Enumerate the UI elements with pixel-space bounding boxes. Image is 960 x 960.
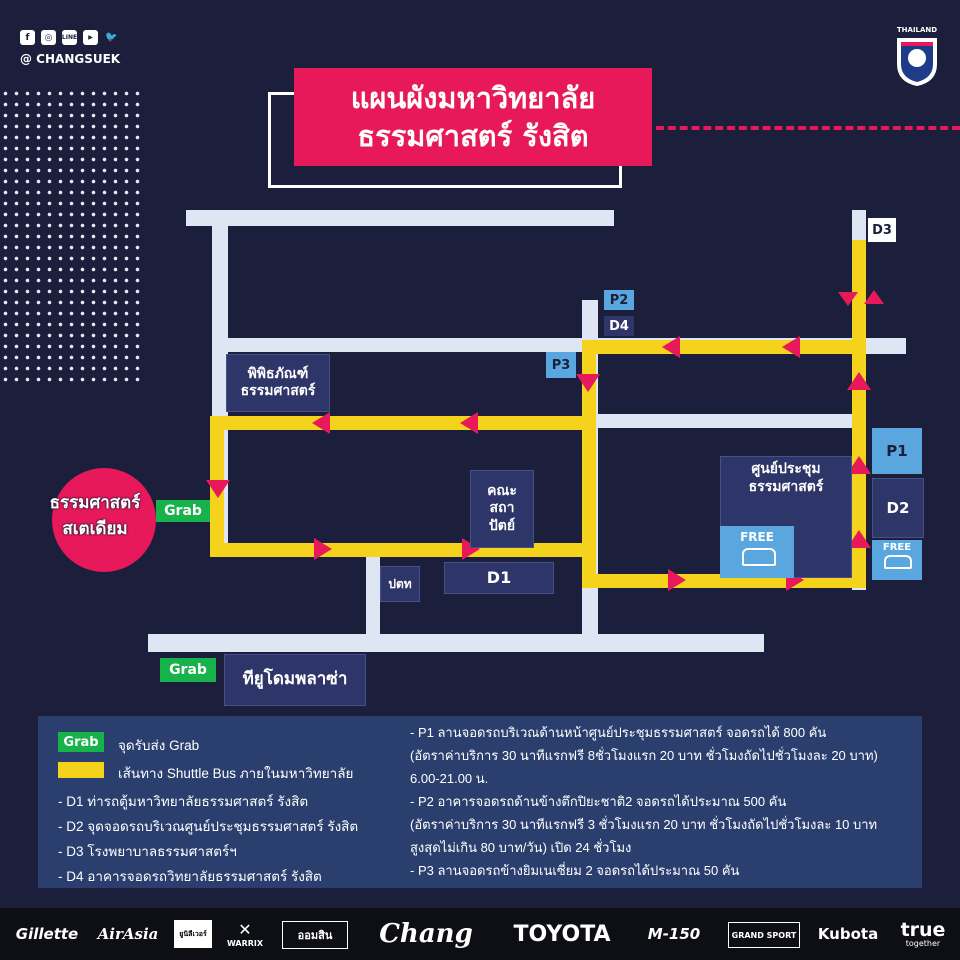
legend-panel: Grab จุดรับส่ง Grab เส้นทาง Shuttle Bus … — [38, 716, 922, 888]
d1-building[interactable]: D1 — [444, 562, 554, 594]
warrix-text: WARRIX — [226, 939, 264, 948]
tu-dome-building[interactable]: ทียูโดมพลาซ่า — [224, 654, 366, 706]
title-line2: ธรรมศาสตร์ รังสิต — [357, 119, 589, 153]
direction-arrow — [206, 480, 230, 498]
fa-thailand-logo-icon: THAILAND — [893, 26, 941, 88]
free-label: FREE — [882, 542, 912, 553]
sponsor-gillette-logo: Gillette — [15, 925, 79, 943]
car-icon — [739, 544, 776, 566]
architecture-building[interactable]: คณะ สถา ปัตย์ — [470, 470, 534, 548]
grab-point-tu-dome[interactable]: Grab — [160, 658, 216, 682]
line-icon[interactable]: LINE — [62, 30, 77, 45]
ptt-building[interactable]: ปตท — [380, 566, 420, 602]
legend-left-item: - D2 จุดจอดรถบริเวณศูนย์ประชุมธรรมศาสตร์… — [58, 819, 359, 834]
social-icons: f ◎ LINE ▶ 🐦 — [20, 30, 140, 48]
legend-grab-text: จุดรับส่ง Grab — [118, 738, 200, 753]
shuttle-route — [852, 240, 866, 588]
direction-arrow — [838, 292, 858, 306]
handle-text: @ CHANGSUEK — [20, 52, 121, 66]
p1-label[interactable]: P1 — [872, 428, 922, 474]
stadium-label[interactable]: ธรรมศาสตร์ สเตเดียม — [49, 493, 141, 539]
instagram-icon[interactable]: ◎ — [41, 30, 56, 45]
road — [212, 338, 592, 352]
legend-left-item: - D3 โรงพยาบาลธรรมศาสตร์ฯ — [58, 844, 237, 859]
free-parking-right[interactable]: FREE — [872, 540, 922, 580]
free-parking[interactable]: FREE — [720, 526, 794, 578]
shuttle-route — [210, 416, 596, 430]
museum-building[interactable]: พิพิธภัณฑ์ ธรรมศาสตร์ — [226, 354, 330, 412]
twitter-icon[interactable]: 🐦 — [105, 32, 118, 43]
true-text: true — [900, 918, 946, 941]
sponsor-grandsport-logo: GRAND SPORT — [728, 922, 800, 948]
shuttle-route — [210, 543, 596, 557]
grab-point-stadium[interactable]: Grab — [156, 500, 210, 522]
sponsor-gsb-logo: ออมสิน — [282, 921, 348, 949]
legend-right-item: สูงสุดไม่เกิน 80 บาท/วัน) เปิด 24 ชั่วโม… — [410, 840, 632, 855]
sponsor-bar: Gillette AirAsia ยูนิลีเวอร์ ✕ WARRIX ออ… — [0, 908, 960, 960]
road — [186, 210, 614, 226]
warrix-mark-icon: ✕ — [238, 920, 252, 939]
logo-label: THAILAND — [896, 26, 938, 34]
facebook-icon[interactable]: f — [20, 30, 35, 45]
sponsor-airasia-logo: AirAsia — [97, 925, 159, 943]
direction-arrow — [662, 336, 680, 358]
legend-left-item: - D4 อาคารจอดรถวิทยาลัยธรรมศาสตร์ รังสิต — [58, 869, 322, 884]
sponsor-m150-logo: M-150 — [647, 925, 701, 943]
legend-right-item: - P1 ลานจอดรถบริเวณด้านหน้าศูนย์ประชุมธร… — [410, 725, 827, 740]
legend-left-item: - D1 ท่ารถตู้มหาวิทยาลัยธรรมศาสตร์ รังสิ… — [58, 794, 309, 809]
legend-shuttle-text: เส้นทาง Shuttle Bus ภายในมหาวิทยาลัย — [118, 766, 354, 781]
title-line1: แผนผังมหาวิทยาลัย — [350, 81, 596, 115]
free-label: FREE — [740, 530, 774, 544]
grab-legend-icon: Grab — [58, 732, 104, 752]
direction-arrow — [847, 530, 871, 548]
youtube-icon[interactable]: ▶ — [83, 30, 98, 45]
title-box: แผนผังมหาวิทยาลัย ธรรมศาสตร์ รังสิต — [294, 68, 652, 166]
shuttle-legend-swatch — [58, 762, 104, 778]
car-icon — [882, 553, 912, 571]
road — [582, 414, 866, 428]
direction-arrow — [460, 412, 478, 434]
direction-arrow — [847, 372, 871, 390]
d4-label[interactable]: D4 — [604, 316, 634, 336]
sponsor-toyota-logo: TOYOTA — [513, 921, 611, 947]
direction-arrow — [576, 374, 600, 392]
sponsor-chang-logo: Chang — [379, 919, 473, 949]
true-subtext: together — [905, 938, 941, 948]
direction-arrow — [312, 412, 330, 434]
shuttle-route — [582, 340, 596, 586]
dot-pattern — [0, 88, 140, 388]
d2-label[interactable]: D2 — [872, 478, 924, 538]
p2-label[interactable]: P2 — [604, 290, 634, 310]
legend-right-item: 6.00-21.00 น. — [410, 771, 489, 786]
legend-right-item: (อัตราค่าบริการ 30 นาทีแรกฟรี 3 ชั่วโมงแ… — [410, 817, 878, 832]
sponsor-true-logo: true together — [896, 916, 950, 952]
stadium-circle — [52, 468, 156, 572]
sponsor-unilever-logo: ยูนิลีเวอร์ — [174, 920, 212, 948]
sponsor-kubota-logo: Kubota — [817, 925, 879, 943]
title-dashed-line — [656, 126, 960, 130]
legend-right-item: (อัตราค่าบริการ 30 นาทีแรกฟรี 8ชั่วโมงแร… — [410, 748, 878, 763]
sponsor-warrix-logo: ✕ WARRIX — [220, 916, 270, 952]
direction-arrow — [782, 336, 800, 358]
road — [148, 634, 764, 652]
p3-label[interactable]: P3 — [546, 352, 576, 378]
d3-label[interactable]: D3 — [868, 218, 896, 242]
legend-right-item: - P2 อาคารจอดรถด้านข้างตึกปิยะชาติ2 จอดร… — [410, 794, 787, 809]
direction-arrow — [314, 538, 332, 560]
legend-right-item: - P3 ลานจอดรถข้างยิมเนเซี่ยม 2 จอดรถได้ป… — [410, 863, 740, 878]
direction-arrow — [847, 456, 871, 474]
direction-arrow — [864, 290, 884, 304]
shuttle-route — [582, 340, 866, 354]
direction-arrow — [668, 569, 686, 591]
road — [366, 550, 380, 640]
